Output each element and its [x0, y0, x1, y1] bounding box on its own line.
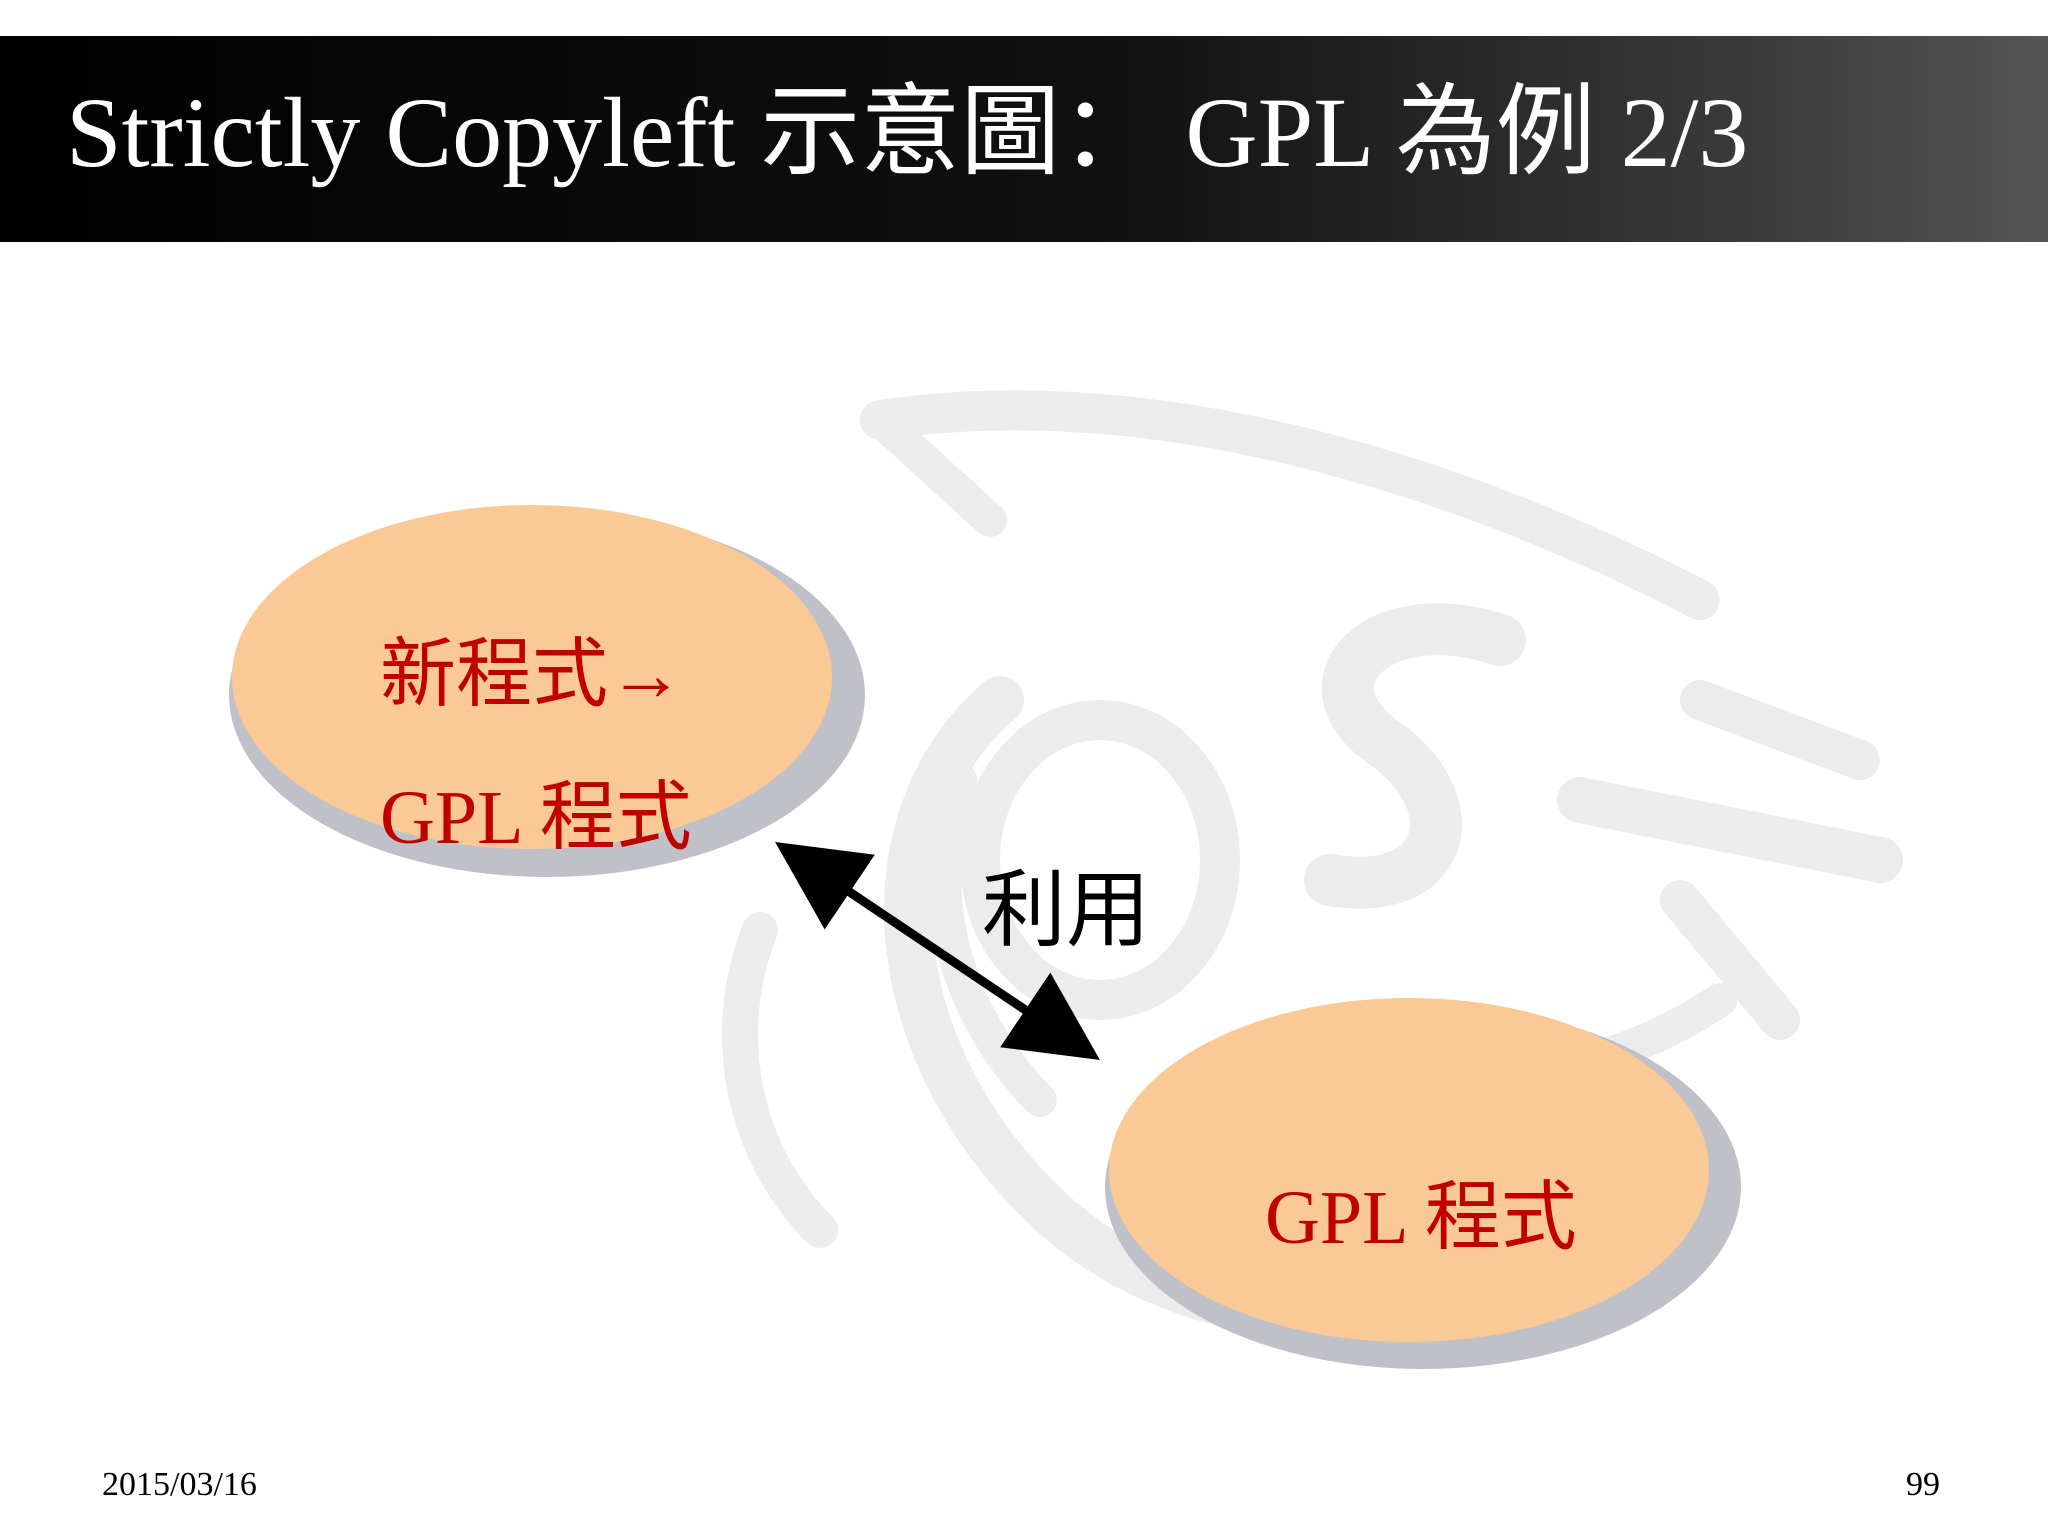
node-gpl-program	[1105, 998, 1741, 1369]
page-number: 99	[1906, 1466, 1940, 1503]
node-new-program	[229, 505, 865, 877]
node-new-program-label-line1: 新程式→	[380, 633, 684, 717]
bidirectional-arrow	[775, 841, 1100, 1061]
slide-title: Strictly Copyleft 示意圖： GPL 為例 2/3	[66, 77, 1749, 188]
node-new-program-label-line2: GPL 程式	[380, 776, 692, 860]
node-new-program-ellipse	[232, 505, 832, 849]
footer-date: 2015/03/16	[102, 1466, 257, 1503]
edge-label: 利用	[982, 865, 1151, 958]
title-bar	[0, 36, 2048, 242]
node-gpl-program-ellipse	[1109, 998, 1709, 1342]
node-gpl-program-label: GPL 程式	[1265, 1176, 1577, 1260]
